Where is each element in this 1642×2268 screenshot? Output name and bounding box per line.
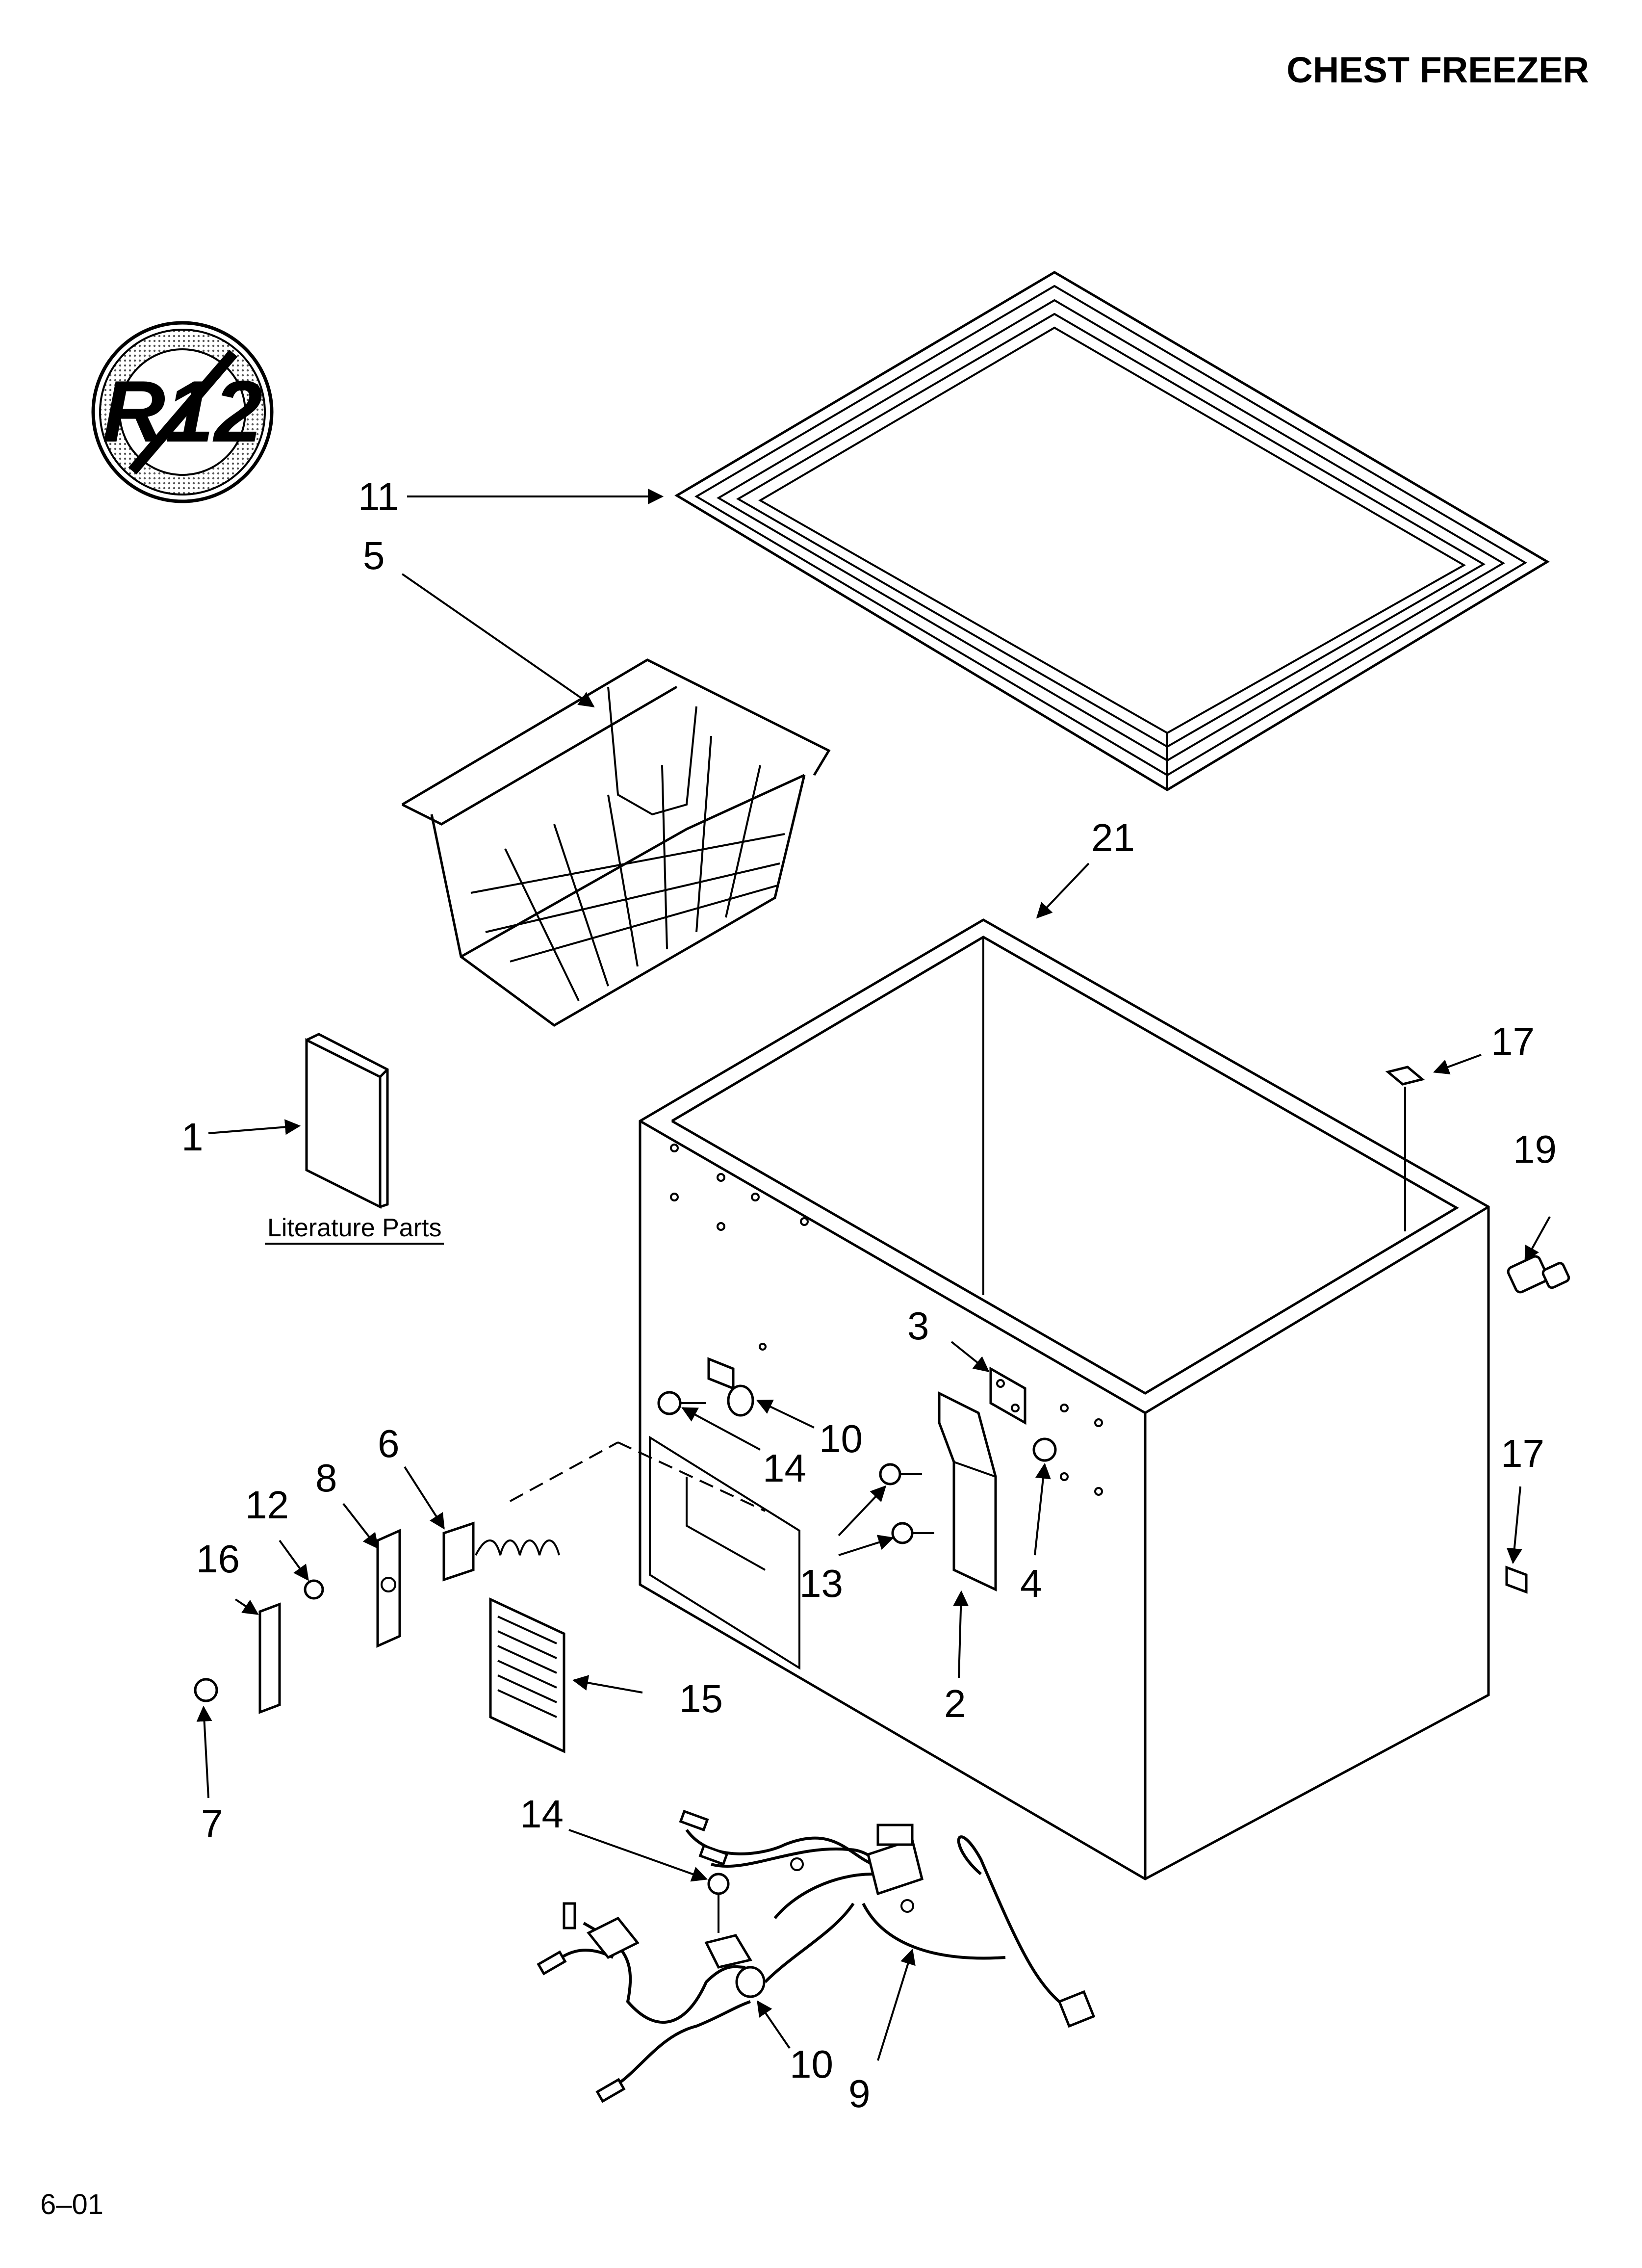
callout-16: 16: [196, 1537, 240, 1581]
callout-12: 12: [245, 1483, 289, 1527]
literature-label: Literature Parts: [267, 1214, 442, 1242]
callout-7: 7: [201, 1802, 223, 1846]
drain-plug-part-19: [1507, 1255, 1570, 1294]
callout-13: 13: [799, 1562, 843, 1605]
leader-lines: [196, 489, 1551, 2061]
callout-14-upper: 14: [763, 1446, 806, 1490]
page-title: CHEST FREEZER: [1286, 50, 1589, 90]
literature-part-1: Literature Parts: [265, 1033, 444, 1245]
callout-15: 15: [679, 1677, 723, 1721]
clamp-and-screw-upper: [657, 1343, 767, 1417]
callout-5: 5: [363, 534, 385, 577]
callout-17-side: 17: [1501, 1432, 1544, 1475]
label-part-17-side: [1505, 1565, 1528, 1594]
callout-4: 4: [1020, 1562, 1042, 1605]
lid-gasket-part-11: [674, 271, 1550, 791]
callout-17-top: 17: [1491, 1019, 1535, 1063]
hinge-assembly: [879, 1366, 1057, 1591]
callout-19: 19: [1513, 1127, 1557, 1171]
callout-10-upper: 10: [819, 1417, 863, 1460]
label-part-17-top: [1385, 1066, 1425, 1086]
cabinet-part-21: [639, 918, 1490, 1880]
callout-9: 9: [848, 2072, 871, 2115]
callout-3: 3: [907, 1304, 929, 1348]
no-r12-logo: R12: [91, 321, 274, 503]
callout-21: 21: [1091, 816, 1135, 860]
revision-code: 6–01: [40, 2189, 104, 2220]
callout-6: 6: [378, 1422, 400, 1465]
callout-11: 11: [358, 475, 399, 519]
callout-2: 2: [944, 1682, 966, 1725]
callout-10-lower: 10: [790, 2042, 833, 2086]
callout-8: 8: [315, 1456, 337, 1500]
wire-basket-part-5: [401, 658, 831, 1027]
wire-harness-part-9: [537, 1809, 1096, 2103]
callout-14-lower: 14: [520, 1792, 564, 1836]
callout-1: 1: [181, 1115, 204, 1159]
callout-numbers: 11 5 21 17 19 1 3 10 14 17 6 8 12 16 13 …: [181, 475, 1557, 2115]
control-parts: [194, 1441, 766, 1753]
